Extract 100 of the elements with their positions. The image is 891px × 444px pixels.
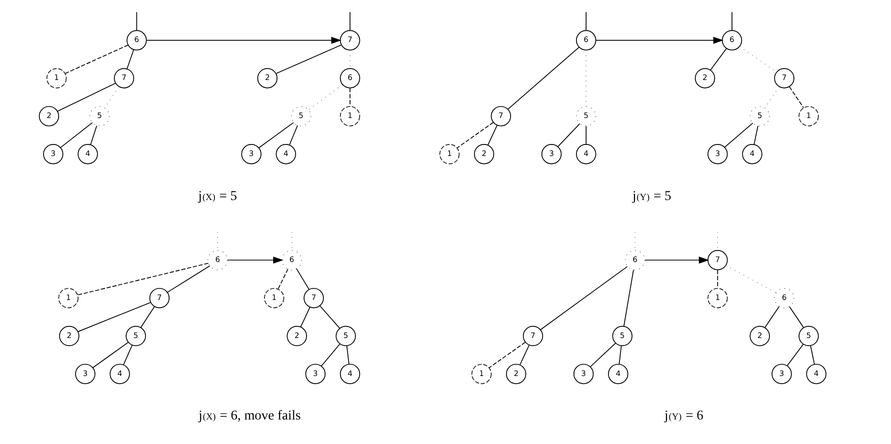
node-circle: 7 [340,30,360,50]
connector [717,270,718,289]
label: j(X) = 5 [198,188,238,203]
node-circle: 2 [750,326,770,346]
connector [786,344,804,366]
connector [623,269,634,327]
node-circle: 7 [114,68,134,88]
connector [789,306,804,328]
node-circle: 3 [573,364,594,384]
node-circle: 1 [439,144,460,164]
node-circle: 4 [576,144,596,164]
node-circle: 3 [241,144,262,164]
connector [300,306,310,328]
node-circle: 6 [576,30,596,50]
node-circle: 3 [708,144,728,164]
node-circle: 6 [282,250,302,270]
connector [739,46,777,72]
connector [590,342,616,368]
node-circle: 4 [110,364,130,384]
connector [60,122,93,148]
node-circle: 2 [694,68,716,88]
connector [586,12,587,31]
node-circle: 4 [340,364,360,384]
connector [724,122,754,148]
connector [123,344,133,366]
node-circle: 2 [286,326,307,346]
node-circle: 2 [59,326,80,346]
node-circle: 5 [750,106,770,126]
node-circle: 2 [506,364,526,384]
node-circle: 3 [541,144,562,164]
label: j(X) = 6, move fails [198,408,301,423]
connector [456,122,494,148]
connector [140,306,155,328]
node-circle: 2 [257,68,278,88]
connector [789,86,804,108]
connector [488,342,526,368]
node-circle: 5 [612,326,632,346]
connector [77,262,209,296]
arrow [146,36,342,44]
node-circle: 7 [304,288,324,308]
connector [57,82,116,112]
connector [710,48,727,70]
node-circle: 4 [276,144,296,164]
connector [557,123,580,148]
node-circle: 6 [624,250,646,270]
node-circle: 1 [58,288,78,308]
connector [508,46,580,110]
connector [136,12,138,31]
connector [167,265,210,293]
connector [519,344,530,366]
node-circle: 2 [38,106,60,126]
connector [126,49,134,70]
connector [296,268,310,290]
node-circle: 7 [490,106,512,126]
node-circle: 5 [89,106,110,126]
node-circle: 3 [772,364,792,384]
connector [276,44,342,74]
connector [754,125,758,145]
connector [64,44,129,74]
node-circle: 7 [708,250,728,270]
connector [487,125,498,146]
node-circle: 1 [798,106,819,126]
node-circle: 4 [742,144,762,164]
node-circle: 1 [264,288,284,308]
node-circle: 7 [774,68,794,88]
node-circle: 7 [522,326,544,346]
connector [258,122,294,148]
arrow [596,36,724,44]
connector [540,266,628,330]
connector [586,126,587,145]
connector [618,346,622,365]
connector [90,125,98,145]
node-circle: 1 [340,106,360,126]
connector [289,125,298,146]
node-circle: 4 [806,364,826,384]
connector [320,305,340,329]
connector [278,268,288,290]
node-circle: 1 [46,68,67,88]
node-circle: 6 [126,30,147,50]
connector [320,343,340,367]
node-circle: 5 [126,326,146,346]
arrow [227,256,284,264]
node-circle: 6 [340,68,360,88]
node-circle: 5 [290,106,312,126]
connector [725,265,776,294]
label: j(Y) = 6 [664,408,704,423]
connector [764,306,780,328]
connector [77,302,151,332]
node-circle: 3 [43,144,64,164]
node-circle: 5 [576,106,596,126]
connector [810,345,815,365]
node-circle: 5 [336,326,356,346]
connector [308,84,343,110]
node-circle: 5 [798,326,819,346]
node-circle: 3 [305,364,326,384]
node-circle: 1 [708,288,728,308]
node-circle: 6 [722,30,742,50]
node-circle: 6 [774,288,794,308]
node-circle: 6 [208,250,228,270]
node-circle: 1 [471,364,492,384]
